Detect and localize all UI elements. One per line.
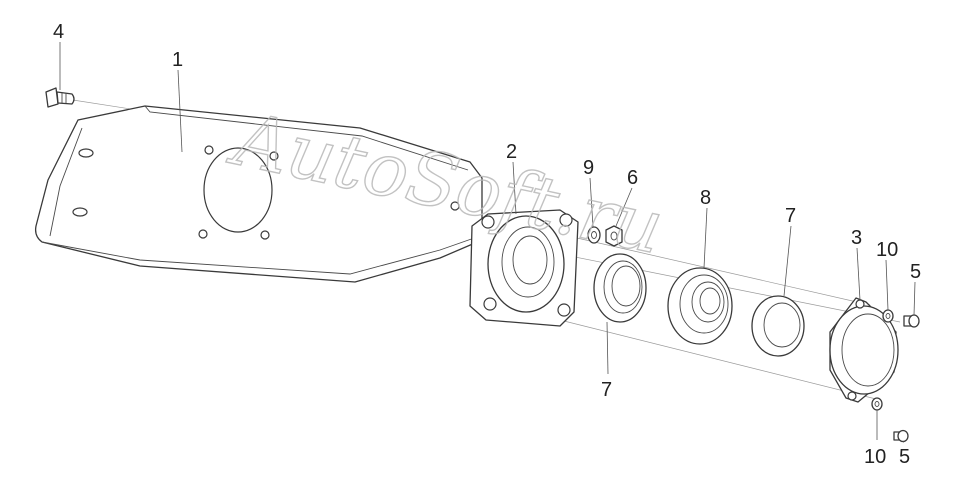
bearing-housing-part-2 [469,209,579,327]
seal-part-7-a [593,253,647,323]
bolt-part-4 [45,87,75,108]
washer-part-10-top [882,309,894,323]
callout-9: 9 [583,157,594,179]
callout-5-bottom: 5 [899,446,910,468]
cover-part-3 [829,297,899,403]
callout-5-top: 5 [910,261,921,283]
callout-10-top: 10 [876,239,898,261]
callout-2: 2 [506,141,517,163]
callout-labels: 1 4 2 9 6 8 7 3 10 5 7 10 5 [53,21,921,468]
screw-part-5-bottom [893,429,909,443]
washer-part-10-bottom [871,397,883,411]
callout-3: 3 [851,227,862,249]
callout-10-bottom: 10 [864,446,886,468]
nut-part-6 [605,225,623,247]
callout-6: 6 [627,167,638,189]
spacer-ring-part-7-b [751,295,805,357]
callout-1: 1 [172,49,183,71]
callout-7-top: 7 [785,205,796,227]
callout-4: 4 [53,21,64,43]
screw-part-5-top [903,314,920,328]
bearing-part-8 [667,267,733,345]
callout-8: 8 [700,187,711,209]
leader-lines [59,42,916,443]
washer-part-9 [587,226,601,244]
callout-7-bottom: 7 [601,379,612,401]
mounting-plate [34,105,483,283]
